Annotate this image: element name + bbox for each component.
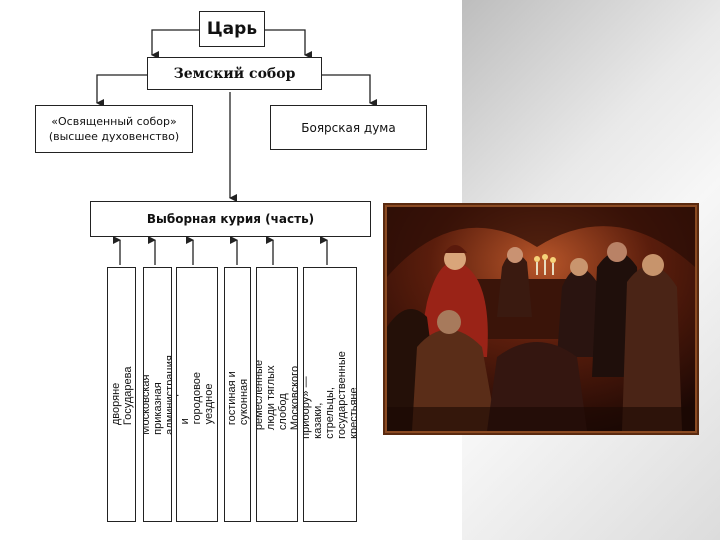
curia-member-box: Московская приказная администрация	[143, 267, 172, 522]
boyar-council-painting	[387, 207, 695, 431]
curia-member-box: Торгово-ремесленные люди тяглых слобод М…	[256, 267, 298, 522]
elected-curia-label: Выборная курия (часть)	[146, 212, 315, 226]
boyar-duma-label: Боярская дума	[301, 120, 396, 135]
zemsky-sobor-label: Земский собор	[173, 65, 296, 82]
tsar-label: Царь	[206, 19, 258, 39]
curia-member-label: Московские дворяне Государева двора	[107, 364, 136, 425]
holy-council-label: «Освященный собор» (высшее духовенство)	[48, 115, 180, 143]
tsar-box: Царь	[199, 11, 265, 47]
curia-member-label: «Служилые люди по прибору» — казаки, стр…	[303, 350, 357, 439]
curia-member-box: Московская гостиная и суконная сотни	[224, 267, 251, 522]
curia-member-box: Московские дворяне Государева двора	[107, 267, 136, 522]
diagram-connectors	[96, 29, 377, 265]
elected-curia-box: Выборная курия (часть)	[90, 201, 371, 237]
painting-frame	[383, 203, 699, 435]
holy-council-box: «Освященный собор» (высшее духовенство)	[35, 105, 193, 153]
curia-member-box: Выборное и городовое уездное дворянство	[176, 267, 218, 522]
curia-member-label: Выборное и городовое уездное дворянство	[176, 365, 218, 424]
curia-member-label: Торгово-ремесленные люди тяглых слобод М…	[256, 359, 298, 430]
zemsky-sobor-box: Земский собор	[147, 57, 322, 90]
curia-member-label: Московская приказная администрация	[143, 354, 172, 435]
curia-member-box: «Служилые люди по прибору» — казаки, стр…	[303, 267, 357, 522]
boyar-duma-box: Боярская дума	[270, 105, 427, 150]
curia-member-label: Московская гостиная и суконная сотни	[225, 364, 250, 425]
